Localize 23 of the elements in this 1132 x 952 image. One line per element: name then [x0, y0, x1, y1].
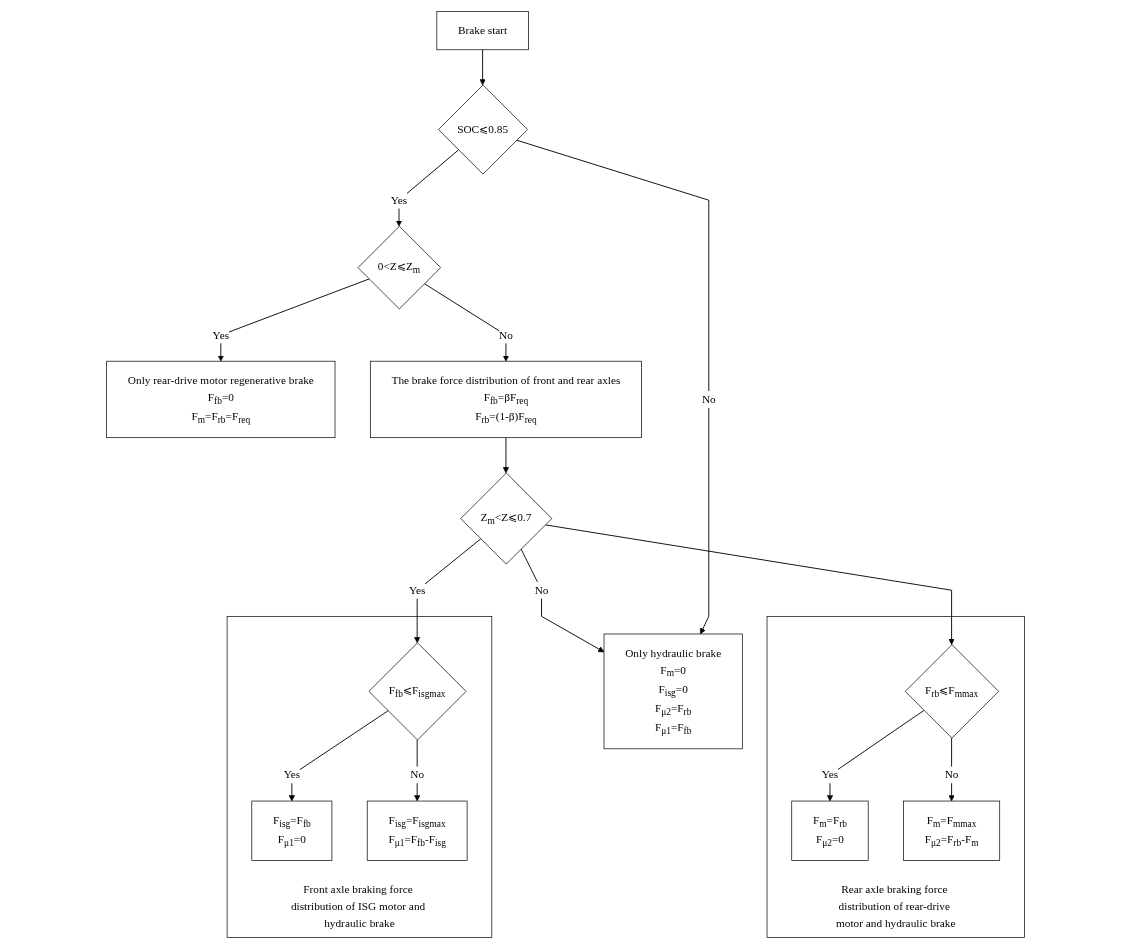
node-diamond: SOC⩽0.85 — [438, 84, 529, 175]
node-box: F$_{m}$=F$_{mmax}$ F$_{μ2}$=F$_{rb}$-F$_{m}$ — [903, 800, 1001, 861]
node-box: F$_{isg}$=F$_{isgmax}$ F$_{μ1}$=F$_{fb}$-F$_{isg}$ — [367, 800, 468, 861]
edge-label: Yes — [409, 583, 426, 596]
edge-label: No — [945, 768, 959, 781]
node-box: F$_{isg}$=F$_{fb}$ F$_{μ1}$=0 — [251, 800, 333, 861]
node-box: Only rear-drive motor regenerative brake F$_{fb}$=0 F$_{m}$=F$_{rb}$=F$_{req}$ — [106, 360, 336, 439]
edge-label: Yes — [213, 328, 230, 341]
node-diamond: F$_{fb}$⩽F$_{isgmax}$ — [369, 642, 467, 741]
node-box: F$_{m}$=F$_{rb}$ F$_{μ2}$=0 — [791, 800, 869, 861]
edge-label: No — [535, 583, 549, 596]
node-diamond: Z$_{m}$<Z⩽0.7 — [460, 472, 553, 565]
node-box: Only hydraulic brake F$_{m}$=0 F$_{isg}$=0 F$_{μ2}$=F$_{rb}$ F$_{μ1}$=F$_{fb}$ — [604, 633, 744, 750]
edge-label: Yes — [391, 193, 408, 206]
edge-label: Yes — [284, 768, 301, 781]
edge-label: No — [499, 328, 514, 341]
node-box: The brake force distribution of front and rear axles F$_{fb}$=βF$_{req}$ F$_{rb}$=(1-β)F$_{req}$ — [370, 360, 643, 439]
edge-label: No — [702, 393, 717, 406]
node-diamond: F$_{rb}$⩽F$_{mmax}$ — [905, 644, 1000, 739]
node-box: Brake start — [436, 11, 530, 51]
edge-label: No — [410, 768, 425, 781]
edge-label: Yes — [822, 768, 839, 781]
node-diamond: 0<Z⩽Z$_{m}$ — [358, 225, 442, 310]
